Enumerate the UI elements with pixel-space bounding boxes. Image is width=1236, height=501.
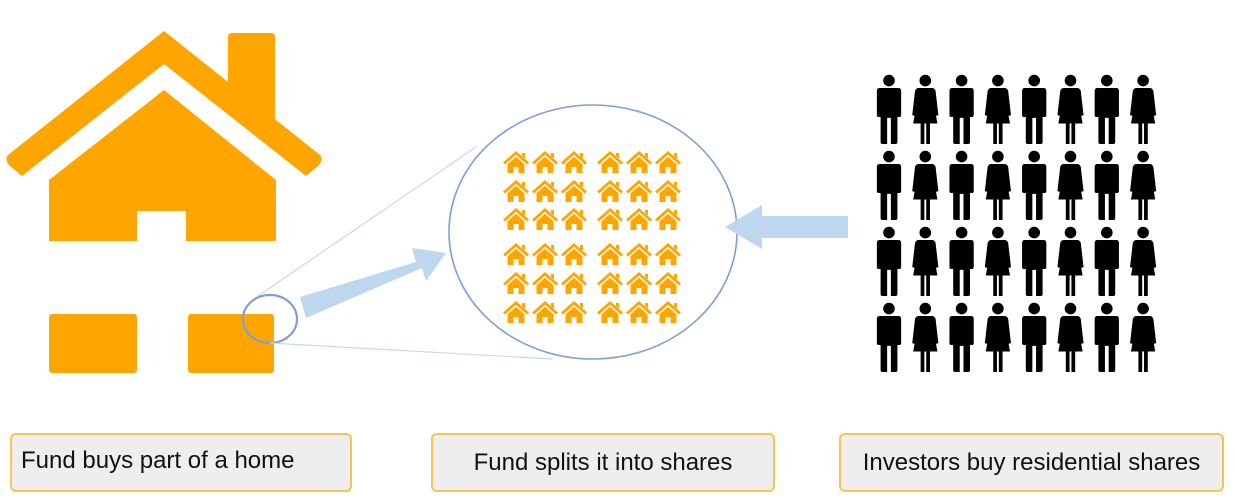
house-base-right xyxy=(188,314,274,373)
woman-icon xyxy=(1130,226,1157,297)
woman-icon xyxy=(1130,150,1157,221)
house-roof xyxy=(6,31,322,176)
arrow-to-shares xyxy=(300,248,446,318)
man-icon xyxy=(1094,302,1119,373)
woman-icon xyxy=(1130,302,1157,373)
step-2-caption: Fund splits it into shares xyxy=(431,433,775,492)
step-1-caption: Fund buys part of a home xyxy=(10,433,352,492)
zoom-line-bottom xyxy=(269,342,553,360)
step-3-caption: Investors buy residential shares xyxy=(839,433,1224,492)
man-icon xyxy=(949,302,974,373)
woman-icon xyxy=(1057,74,1084,145)
man-icon xyxy=(1094,150,1119,221)
man-icon xyxy=(1022,150,1047,221)
big-house-icon xyxy=(6,31,322,373)
house-base-left xyxy=(49,314,137,373)
step-2-label: Fund splits it into shares xyxy=(473,448,733,476)
woman-icon xyxy=(984,74,1011,145)
woman-icon xyxy=(912,74,939,145)
zoom-line-top xyxy=(257,146,477,297)
woman-icon xyxy=(984,150,1011,221)
step-3-label: Investors buy residential shares xyxy=(862,448,1201,476)
woman-icon xyxy=(912,302,939,373)
man-icon xyxy=(1022,74,1047,145)
house-chimney xyxy=(228,33,275,128)
woman-icon xyxy=(912,150,939,221)
man-icon xyxy=(949,150,974,221)
investor-grid xyxy=(876,74,1157,373)
woman-icon xyxy=(1057,302,1084,373)
man-icon xyxy=(949,74,974,145)
man-icon xyxy=(1094,226,1119,297)
woman-icon xyxy=(984,226,1011,297)
man-icon xyxy=(1022,226,1047,297)
woman-icon xyxy=(984,302,1011,373)
woman-icon xyxy=(1057,150,1084,221)
step-1-label: Fund buys part of a home xyxy=(21,446,295,474)
man-icon xyxy=(949,226,974,297)
man-icon xyxy=(1094,74,1119,145)
house-window xyxy=(137,211,186,241)
man-icon xyxy=(876,150,902,221)
arrow-from-investors xyxy=(725,205,848,249)
man-icon xyxy=(1022,302,1047,373)
man-icon xyxy=(876,74,902,145)
woman-icon xyxy=(912,226,939,297)
man-icon xyxy=(876,226,902,297)
shares-circle xyxy=(448,104,738,360)
woman-icon xyxy=(1057,226,1084,297)
woman-icon xyxy=(1130,74,1157,145)
house-body xyxy=(49,90,276,241)
man-icon xyxy=(876,302,902,373)
